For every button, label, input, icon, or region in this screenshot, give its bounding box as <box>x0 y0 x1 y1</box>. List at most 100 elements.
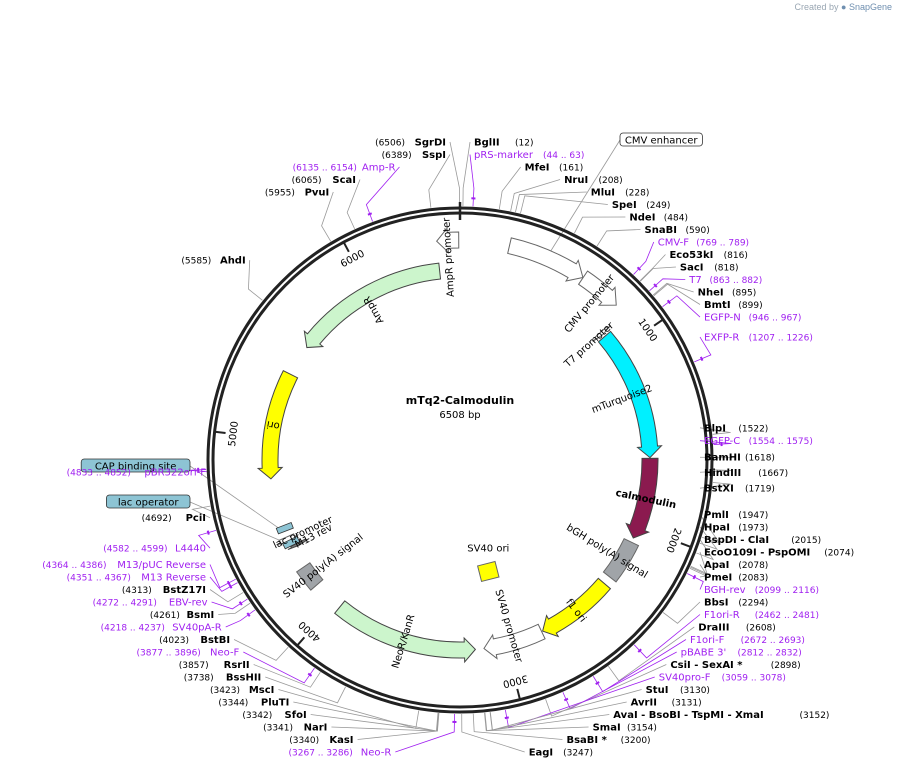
feature-cmv-promoter[interactable] <box>577 270 617 306</box>
enzyme-rsrii[interactable]: RsrII(3857) <box>179 660 250 671</box>
enzyme-ecoo109i-pspomi[interactable]: EcoO109I - PspOMI(2074) <box>704 548 854 559</box>
primer-m13-reverse[interactable]: M13 Reverse(4351 .. 4367) <box>67 573 206 584</box>
primer-ebv-rev[interactable]: EBV-rev(4272 .. 4291) <box>93 598 208 609</box>
primer-t7[interactable]: T7(863 .. 882) <box>688 275 762 286</box>
enzyme-mfei[interactable]: MfeI(161) <box>525 163 584 174</box>
enzyme-pmei[interactable]: PmeI(2083) <box>704 573 768 584</box>
primer-mark-cmv-f <box>636 266 642 271</box>
plasmid-name: mTq2-Calmodulin <box>406 394 514 407</box>
feature-sv40-ori[interactable] <box>476 560 500 583</box>
enzyme-smai[interactable]: SmaI(3154) <box>593 723 657 734</box>
enzyme-msci[interactable]: MscI(3423) <box>210 685 274 696</box>
primer-amp-r[interactable]: Amp-R(6135 .. 6154) <box>293 163 396 174</box>
primer-bgh-rev[interactable]: BGH-rev(2099 .. 2116) <box>704 585 819 596</box>
enzyme-bstbi-name: BstBI <box>200 635 230 646</box>
enzyme-nari[interactable]: NarI(3341) <box>263 723 327 734</box>
enzyme-pcii[interactable]: PciI(4692) <box>142 513 206 524</box>
enzyme-bmti-position: (899) <box>738 301 762 311</box>
enzyme-saci[interactable]: SacI(818) <box>680 263 739 274</box>
enzyme-bsmi-leader <box>218 602 251 615</box>
enzyme-eagi[interactable]: EagI(3247) <box>529 748 593 759</box>
primer-sv40pa-r[interactable]: SV40pA-R(4218 .. 4237) <box>101 623 222 634</box>
feature-cmv-enhancer[interactable] <box>507 237 584 282</box>
enzyme-spei-name: SpeI <box>612 200 637 211</box>
enzyme-sfoi[interactable]: SfoI(3342) <box>242 710 306 721</box>
primer-f1ori-f[interactable]: F1ori-F(2672 .. 2693) <box>690 635 805 646</box>
primer-egfp-n[interactable]: EGFP-N(946 .. 967) <box>704 313 801 324</box>
enzyme-csii-sexai[interactable]: CsiI - SexAI *(2898) <box>670 660 800 671</box>
enzyme-blpi-name: BlpI <box>704 423 726 434</box>
enzyme-bglii-leader <box>462 141 471 207</box>
feature-ampr[interactable] <box>303 262 442 349</box>
primer-amp-r-leader <box>365 166 400 222</box>
enzyme-eco53ki[interactable]: Eco53kI(816) <box>669 250 747 261</box>
feature-mturquoise2[interactable] <box>597 330 663 459</box>
feature-sv40-promoter[interactable] <box>483 623 546 660</box>
enzyme-hindiii[interactable]: HindIII(1667) <box>704 468 788 479</box>
enzyme-mlui[interactable]: MluI(228) <box>591 188 650 199</box>
primer-egfp-c[interactable]: EGFP-C(1554 .. 1575) <box>704 436 813 447</box>
primer-sv40pro-f[interactable]: SV40pro-F(3059 .. 3078) <box>659 673 786 684</box>
enzyme-draiii[interactable]: DraIII(2608) <box>698 623 776 634</box>
feature-ampr-promoter[interactable] <box>436 227 460 254</box>
primer-egfp-c-name: EGFP-C <box>704 436 740 447</box>
primer-cmv-f[interactable]: CMV-F(769 .. 789) <box>658 238 749 249</box>
enzyme-bspdi-clai-leader <box>696 539 715 561</box>
primer-prs-marker[interactable]: pRS-marker(44 .. 63) <box>474 150 584 161</box>
enzyme-bsshii[interactable]: BssHII(3738) <box>184 673 262 684</box>
primer-pbr322ori-f[interactable]: pBR322ori-F(4833 .. 4852) <box>67 467 207 478</box>
enzyme-ahdi[interactable]: AhdI(5585) <box>181 256 245 267</box>
enzyme-bsabi[interactable]: BsaBI *(3200) <box>566 735 650 746</box>
enzyme-bsabi-position: (3200) <box>621 736 651 746</box>
enzyme-nhei[interactable]: NheI(895) <box>698 288 757 299</box>
primer-pbabe-3[interactable]: pBABE 3'(2812 .. 2832) <box>681 648 802 659</box>
enzyme-bstbi[interactable]: BstBI(4023) <box>159 635 230 646</box>
primer-mark-bgh-rev <box>692 574 697 580</box>
enzyme-apai[interactable]: ApaI(2078) <box>704 560 768 571</box>
feature-t7-promoter[interactable] <box>592 325 612 342</box>
enzyme-bbsi[interactable]: BbsI(2294) <box>704 598 768 609</box>
enzyme-stui[interactable]: StuI(3130) <box>646 685 710 696</box>
enzyme-spei[interactable]: SpeI(249) <box>612 200 671 211</box>
enzyme-scai[interactable]: ScaI(6065) <box>292 175 356 186</box>
enzyme-hindiii-position: (1667) <box>758 469 788 479</box>
feature-bgh-poly-a-signal[interactable] <box>602 538 640 583</box>
primer-m13-puc-reverse[interactable]: M13/pUC Reverse(4364 .. 4386) <box>42 560 206 571</box>
snapgene-credit[interactable]: Created by ● SnapGene <box>794 2 892 12</box>
feature-f1-ori[interactable] <box>542 577 612 638</box>
enzyme-pmli[interactable]: PmlI(1947) <box>704 510 768 521</box>
enzyme-bsmi[interactable]: BsmI(4261) <box>150 610 214 621</box>
enzyme-hpai[interactable]: HpaI(1973) <box>704 523 768 534</box>
enzyme-bspdi-clai[interactable]: BspDI - ClaI(2015) <box>704 535 821 546</box>
feature-calmodulin[interactable] <box>625 457 659 539</box>
feature-neor-kanr[interactable] <box>333 600 477 664</box>
enzyme-blpi[interactable]: BlpI(1522) <box>704 423 768 434</box>
feature-lac-promoter[interactable] <box>276 533 299 546</box>
enzyme-bglii[interactable]: BglII(12) <box>474 138 533 149</box>
enzyme-bmti[interactable]: BmtI(899) <box>704 300 763 311</box>
enzyme-avrii[interactable]: AvrII(3131) <box>631 698 702 709</box>
feature-sv40-poly-a-signal[interactable] <box>295 562 324 591</box>
enzyme-snabi[interactable]: SnaBI(590) <box>645 225 710 236</box>
enzyme-pvui[interactable]: PvuI(5955) <box>265 188 329 199</box>
enzyme-nrui[interactable]: NruI(208) <box>564 175 623 186</box>
feature-lac-operator[interactable] <box>282 535 301 550</box>
enzyme-sspi[interactable]: SspI(6389) <box>382 150 446 161</box>
feature-cap-binding-site-label: CAP binding site <box>95 462 177 473</box>
feature-cap-binding-site[interactable] <box>275 521 294 535</box>
primer-exfp-r[interactable]: EXFP-R(1207 .. 1226) <box>704 333 813 344</box>
enzyme-ndei[interactable]: NdeI(484) <box>629 213 688 224</box>
enzyme-kasi[interactable]: KasI(3340) <box>289 735 353 746</box>
primer-cmv-f-leader <box>633 241 655 275</box>
primer-neo-f[interactable]: Neo-F(3877 .. 3896) <box>137 648 240 659</box>
enzyme-bstz17i[interactable]: BstZ17I(4313) <box>122 585 206 596</box>
enzyme-bstxi[interactable]: BstXI(1719) <box>704 484 775 495</box>
enzyme-sgrdi[interactable]: SgrDI(6506) <box>375 138 446 149</box>
enzyme-pluti[interactable]: PluTI(3344) <box>218 698 289 709</box>
enzyme-bamhi[interactable]: BamHI(1618) <box>704 453 775 464</box>
primer-l4440[interactable]: L4440(4582 .. 4599) <box>103 544 206 555</box>
primer-f1ori-r[interactable]: F1ori-R(2462 .. 2481) <box>704 610 819 621</box>
feature-ori[interactable] <box>256 369 299 480</box>
enzyme-avai-bsobi-tspmi-xmai[interactable]: AvaI - BsoBI - TspMI - XmaI(3152) <box>613 710 829 721</box>
primer-neo-r[interactable]: Neo-R(3267 .. 3286) <box>289 748 392 759</box>
